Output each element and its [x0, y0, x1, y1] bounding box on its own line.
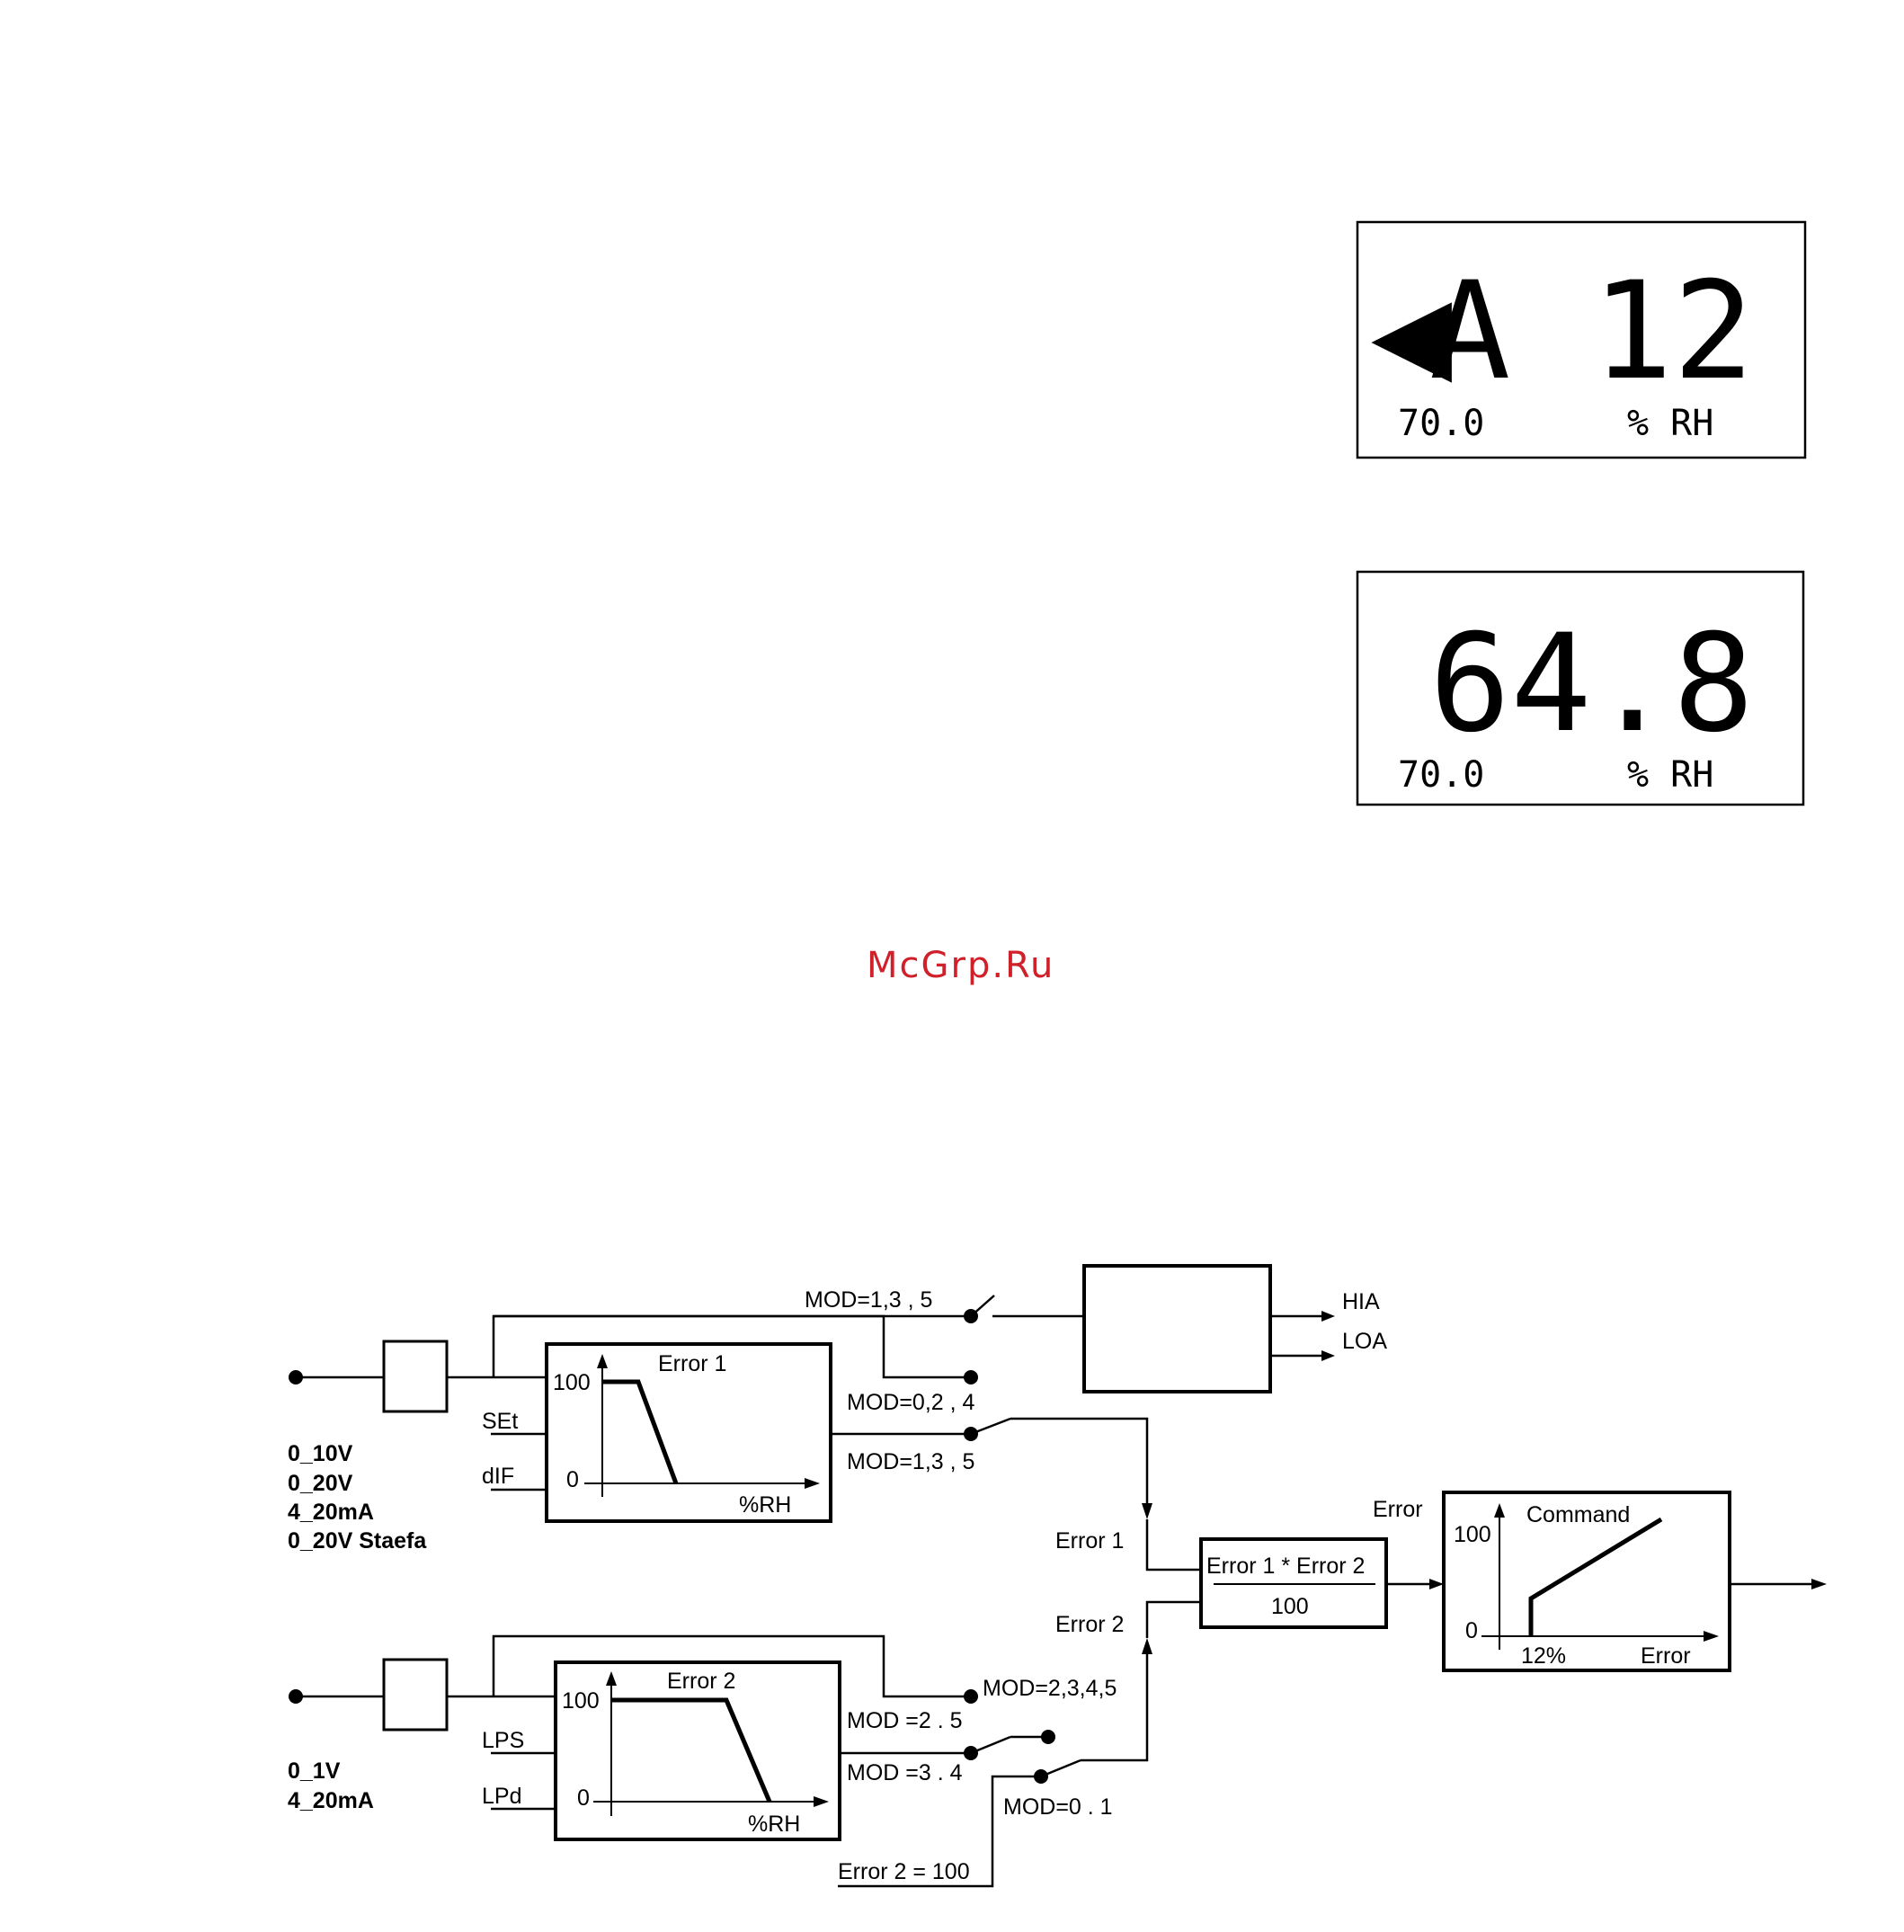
- error1-title: Error 1: [658, 1351, 726, 1376]
- command-title: Command: [1526, 1502, 1630, 1527]
- loa-label: LOA: [1342, 1329, 1387, 1354]
- mod-34-label: MOD =3 . 4: [847, 1760, 963, 1785]
- error-output-label: Error: [1373, 1497, 1423, 1522]
- lcd-frame: [1356, 220, 1807, 459]
- lcd-unit: % RH: [1627, 403, 1713, 444]
- input2-type: 0_1V: [288, 1758, 341, 1784]
- input2-converter-block: [382, 1658, 449, 1732]
- error2-100-label: Error 2 = 100: [838, 1859, 970, 1884]
- param-set: SEt: [482, 1409, 518, 1434]
- lcd-main-value: A 12: [1429, 254, 1754, 410]
- error2-title: Error 2: [667, 1669, 735, 1694]
- error1-ymin: 0: [566, 1467, 579, 1492]
- mod-2345-label: MOD=2,3,4,5: [983, 1676, 1117, 1701]
- control-diagram: HIA LOA Error 1 100 0 %RH SEt dIF 0_10V …: [288, 1264, 1827, 1888]
- input1-type: 0_10V: [288, 1441, 353, 1466]
- alarm-indicator-icon: ◀: [1371, 254, 1452, 410]
- input1-type: 0_20V: [288, 1471, 353, 1496]
- error2-ymin: 0: [577, 1785, 590, 1811]
- lcd-setpoint: 70.0: [1398, 403, 1484, 444]
- watermark: McGrp.Ru: [867, 945, 1054, 986]
- lcd-unit: % RH: [1627, 754, 1713, 796]
- param-lpd: LPd: [482, 1784, 521, 1809]
- command-xlabel: Error: [1641, 1643, 1691, 1669]
- hia-label: HIA: [1342, 1289, 1380, 1314]
- command-block: [1442, 1491, 1731, 1672]
- command-ymax: 100: [1454, 1522, 1491, 1547]
- param-dif: dIF: [482, 1464, 514, 1489]
- error2-block: [554, 1660, 841, 1841]
- mod-25-label: MOD =2 . 5: [847, 1708, 963, 1733]
- mod-top-label: MOD=1,3 , 5: [805, 1287, 932, 1313]
- error2-ymax: 100: [562, 1688, 600, 1714]
- input1-converter-block: [382, 1340, 449, 1413]
- error2-xlabel: %RH: [748, 1812, 800, 1837]
- lcd-frame: [1356, 570, 1805, 806]
- input1-type: 0_20V Staefa: [288, 1528, 427, 1554]
- input2-type: 4_20mA: [288, 1788, 374, 1813]
- product-denominator: 100: [1271, 1594, 1309, 1619]
- error1-ymax: 100: [553, 1370, 591, 1395]
- mod-01-label: MOD=0 . 1: [1003, 1794, 1113, 1820]
- error1-block: [545, 1342, 832, 1523]
- mod-135-label: MOD=1,3 , 5: [847, 1449, 974, 1474]
- lcd-display-value: 64.8 70.0 % RH: [1356, 570, 1805, 806]
- product-numerator: Error 1 * Error 2: [1206, 1554, 1365, 1579]
- error2-input-label: Error 2: [1055, 1612, 1124, 1637]
- lcd-display-alarm: ◀ A 12 70.0 % RH: [1356, 220, 1807, 459]
- input1-type: 4_20mA: [288, 1500, 374, 1525]
- param-lps: LPS: [482, 1728, 524, 1753]
- lcd-main-value: 64.8: [1429, 606, 1754, 762]
- error1-input-label: Error 1: [1055, 1528, 1124, 1554]
- command-xtick: 12%: [1521, 1643, 1566, 1669]
- alarm-block: [1082, 1264, 1272, 1393]
- mod-024-label: MOD=0,2 , 4: [847, 1390, 975, 1415]
- lcd-setpoint: 70.0: [1398, 754, 1484, 796]
- error1-xlabel: %RH: [739, 1492, 791, 1518]
- command-ymin: 0: [1465, 1618, 1478, 1643]
